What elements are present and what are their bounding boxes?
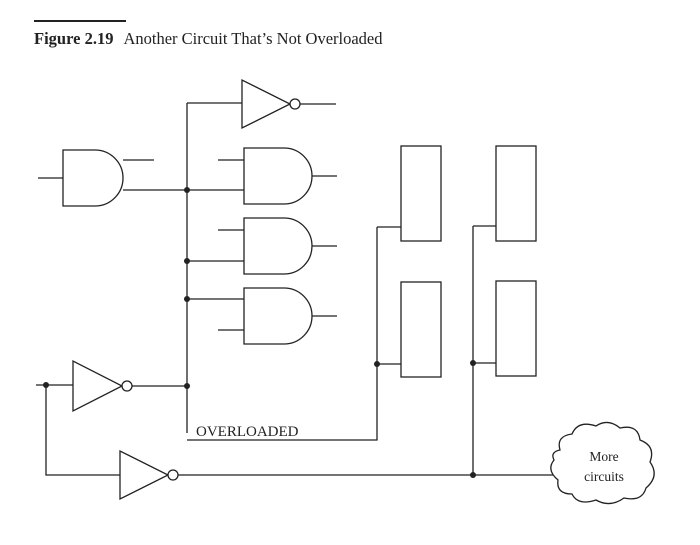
- figure-number: Figure 2.19: [34, 29, 114, 48]
- cloud-label-line2: circuits: [584, 469, 624, 484]
- and-gate-input: [38, 149, 187, 207]
- figure-title: Another Circuit That’s Not Overloaded: [123, 29, 383, 48]
- and-gate-3: [187, 287, 337, 345]
- junction-dot: [470, 472, 476, 478]
- figure-caption: Figure 2.19 Another Circuit That’s Not Ov…: [34, 29, 383, 49]
- cloud-label-line1: More: [589, 449, 618, 464]
- box-column-1: [376, 145, 442, 378]
- and-gate-1: [187, 147, 337, 205]
- junction-dot: [184, 383, 190, 389]
- not-gate-top: [187, 78, 336, 130]
- caption-rule: [34, 20, 126, 22]
- junction-dot: [43, 382, 49, 388]
- overloaded-label: OVERLOADED: [196, 424, 299, 440]
- junction-dot: [184, 296, 190, 302]
- junction-dot: [184, 187, 190, 193]
- more-circuits-cloud: More circuits: [550, 421, 655, 505]
- not-gate-middle: [36, 359, 187, 413]
- overloaded-wire: [187, 364, 378, 441]
- box-column-2: [472, 145, 537, 475]
- and-gate-2: [187, 217, 337, 275]
- junction-dot: [184, 258, 190, 264]
- not-gate-bottom: [45, 385, 555, 501]
- junction-dot: [470, 360, 476, 366]
- junction-dot: [374, 361, 380, 367]
